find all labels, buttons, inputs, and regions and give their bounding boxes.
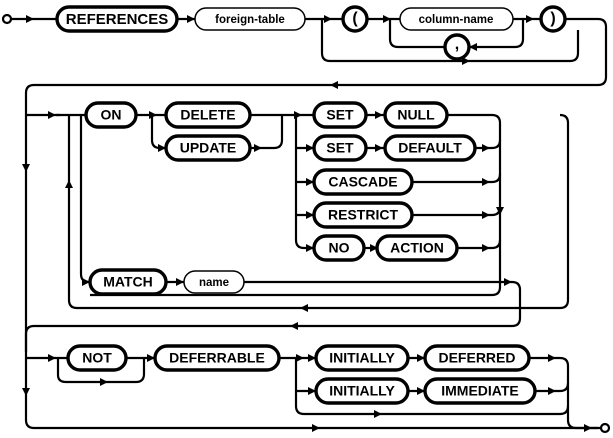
arrow-to-foreign-table (187, 15, 195, 23)
node-immediate-label: IMMEDIATE (441, 383, 519, 399)
arrow-initially-skip (374, 410, 382, 418)
arrow-to-column-name (383, 15, 391, 23)
arrow-match-exit (504, 278, 512, 286)
node-references-label: REFERENCES (66, 11, 169, 28)
node-set-default-label: SET (326, 140, 354, 156)
arrow-comma-loop (469, 43, 477, 51)
arrow-merge-immediate (548, 387, 556, 395)
node-name-label: name (199, 277, 229, 289)
node-comma-circle[interactable] (443, 33, 471, 61)
rail-merge-cascade (412, 173, 502, 184)
arrow-start (26, 15, 34, 23)
end-endpoint-circle (599, 422, 611, 434)
arrow-wrap-row2 (290, 322, 298, 330)
node-delete-label: DELETE (180, 107, 235, 123)
arrow-to-set-default (306, 144, 314, 152)
rail-wrap-row1-to-row2 (24, 17, 608, 112)
rail-to-end (566, 419, 601, 430)
rail-match-exit (244, 280, 522, 318)
rail-wrap-row2-to-row3 (24, 317, 522, 335)
rail-actions-repeat-loop (67, 113, 570, 310)
arrow-set-to-null (375, 111, 383, 119)
start-endpoint-circle (1, 13, 13, 25)
row-deferrable: NOT DEFERRABLE INITIALLY DEFERRED INITIA… (22, 334, 611, 434)
rail-merge-default (475, 139, 502, 150)
arrow-to-initially-1 (296, 354, 304, 362)
node-null-label: NULL (397, 107, 435, 123)
node-column-name-label: column-name (419, 14, 494, 26)
node-lparen-label: ( (352, 10, 358, 27)
arrow-to-update (158, 144, 166, 152)
arrow-merge-deferred (548, 354, 556, 362)
arrow-to-match (82, 278, 90, 286)
rail-comma-loop-right (469, 19, 525, 49)
arrow-not-bypass (100, 378, 108, 386)
arrow-skip-column-list (462, 57, 470, 65)
rail-skip-deferrable-group (24, 334, 598, 430)
node-restrict-label: RESTRICT (328, 207, 398, 223)
node-deferrable-label: DEFERRABLE (169, 350, 265, 366)
node-match-label: MATCH (103, 274, 153, 290)
node-set-null-label: SET (326, 107, 354, 123)
row-references: REFERENCES foreign-table ( column-name ,… (1, 5, 608, 112)
arrow-enter-initially-1 (308, 354, 316, 362)
arrow-to-immediate (417, 387, 425, 395)
arrow-to-restrict (306, 211, 314, 219)
arrow-to-deferred (417, 354, 425, 362)
arrow-skip-actions-group (22, 164, 30, 172)
rail-choice-delete-update (150, 115, 166, 150)
rail-initially-choice-spine (294, 358, 560, 416)
arrow-bottom-bypass (312, 424, 320, 432)
rail-merge-initially-skip (559, 405, 570, 416)
rail-merge-null (447, 113, 502, 287)
arrow-no-to-action (370, 244, 378, 252)
arrow-to-deferrable (147, 354, 155, 362)
node-initially-2-label: INITIALLY (329, 383, 395, 399)
row-referential-actions: ON DELETE UPDATE SET NULL (22, 101, 570, 352)
arrow-merge-restrict (482, 211, 490, 219)
arrow-match-to-name (176, 278, 184, 286)
rail-skip-column-list (320, 19, 580, 63)
rail-merge-action (457, 239, 502, 250)
node-action-label: ACTION (390, 240, 444, 256)
rail-on-branch-exit (90, 286, 502, 297)
node-update-label: UPDATE (180, 140, 237, 156)
node-default-label: DEFAULT (398, 140, 462, 156)
rail-comma-loop-left (388, 19, 445, 49)
rail-merge-deferred (529, 356, 570, 420)
rail-merge-immediate (535, 382, 570, 393)
rail-merge-restrict (412, 206, 502, 217)
arrow-to-no (306, 244, 314, 252)
arrow-to-initially-2 (308, 387, 316, 395)
arrow-wrap-row1 (330, 81, 338, 89)
arrow-to-rparen (526, 15, 534, 23)
node-not-label: NOT (82, 350, 112, 366)
arrow-update-merge (254, 144, 262, 152)
rail-action-choice-spine (294, 115, 314, 250)
node-cascade-label: CASCADE (328, 174, 397, 190)
arrow-merge-cascade (482, 178, 490, 186)
arrow-skip-deferrable (22, 388, 30, 396)
arrow-set-to-default (375, 144, 383, 152)
node-comma-label: , (455, 36, 459, 53)
rail-update-merge (250, 115, 284, 150)
node-deferred-label: DEFERRED (438, 350, 515, 366)
node-foreign-table-label: foreign-table (215, 14, 285, 26)
node-initially-1-label: INITIALLY (329, 350, 395, 366)
arrow-merge-default (482, 144, 490, 152)
node-on-label: ON (101, 107, 122, 123)
arrow-to-end (584, 424, 592, 432)
arrow-actions-repeat-back (300, 304, 308, 312)
arrow-group-entry (48, 111, 56, 119)
arrow-to-cascade (306, 178, 314, 186)
node-no-label: NO (329, 240, 350, 256)
arrow-deferrable-entry (48, 354, 56, 362)
arrow-to-lparen (324, 15, 332, 23)
arrow-actions-repeat (65, 180, 73, 188)
node-rparen-label: ) (550, 10, 555, 27)
rail-choice-on-or-match (79, 115, 91, 284)
arrow-merge-action (482, 244, 490, 252)
